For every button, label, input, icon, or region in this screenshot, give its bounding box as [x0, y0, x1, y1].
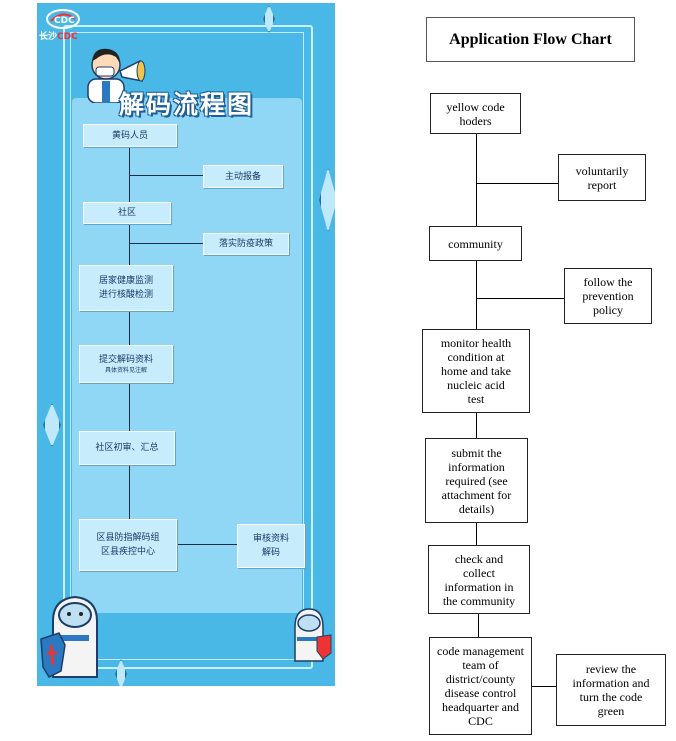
poster-box-community: 社区 — [83, 202, 171, 224]
flow-connector — [476, 183, 558, 184]
poster-inner-frame — [70, 32, 304, 660]
diamond-decoration-left — [43, 403, 61, 447]
step-community: community — [429, 226, 522, 261]
svg-text:CDC: CDC — [54, 16, 75, 26]
flow-connector — [476, 134, 477, 226]
poster-connector — [129, 175, 203, 176]
poster-connector — [129, 243, 203, 244]
poster-connector — [129, 381, 130, 431]
flow-connector — [476, 523, 477, 545]
poster-title: 解码流程图 — [119, 90, 255, 119]
poster-box-monitor: 居家健康监测进行核酸检测 — [79, 265, 173, 311]
poster-connector — [175, 544, 237, 545]
cdc-logo-text: 长沙CDC — [39, 32, 78, 42]
flowchart-title: Application Flow Chart — [426, 17, 635, 62]
flow-connector — [476, 413, 477, 438]
flow-connector — [532, 686, 556, 687]
diamond-decoration-top — [263, 5, 275, 33]
poster-connector — [129, 463, 130, 519]
poster-box-submit: 提交解码资料具体资料见注解 — [79, 345, 173, 383]
decode-flow-poster: CDC 长沙CDC 解码流程图 黄码人员 主动报备 社区 落实防疫政策 居家健康… — [37, 3, 335, 686]
poster-outer-frame — [63, 25, 313, 669]
flow-connector — [478, 614, 479, 637]
poster-box-report: 主动报备 — [203, 165, 283, 188]
poster-box-check: 社区初审、汇总 — [79, 431, 175, 465]
poster-box-review: 审核资料解码 — [237, 524, 305, 568]
hazmat-worker-shield-icon — [40, 595, 98, 678]
hazmat-worker-small-icon — [294, 608, 332, 662]
doctor-megaphone-icon — [87, 48, 146, 103]
cdc-logo-icon: CDC — [46, 9, 80, 29]
poster-box-yellow-code: 黄码人员 — [83, 124, 177, 147]
poster-box-team: 区县防指解码组区县疾控中心 — [79, 519, 177, 571]
poster-connector — [129, 309, 130, 349]
flow-connector — [476, 261, 477, 329]
flow-connector — [476, 298, 564, 299]
poster-box-policy: 落实防疫政策 — [203, 233, 289, 255]
poster-connector — [129, 221, 130, 269]
diamond-decoration-right — [319, 168, 335, 232]
